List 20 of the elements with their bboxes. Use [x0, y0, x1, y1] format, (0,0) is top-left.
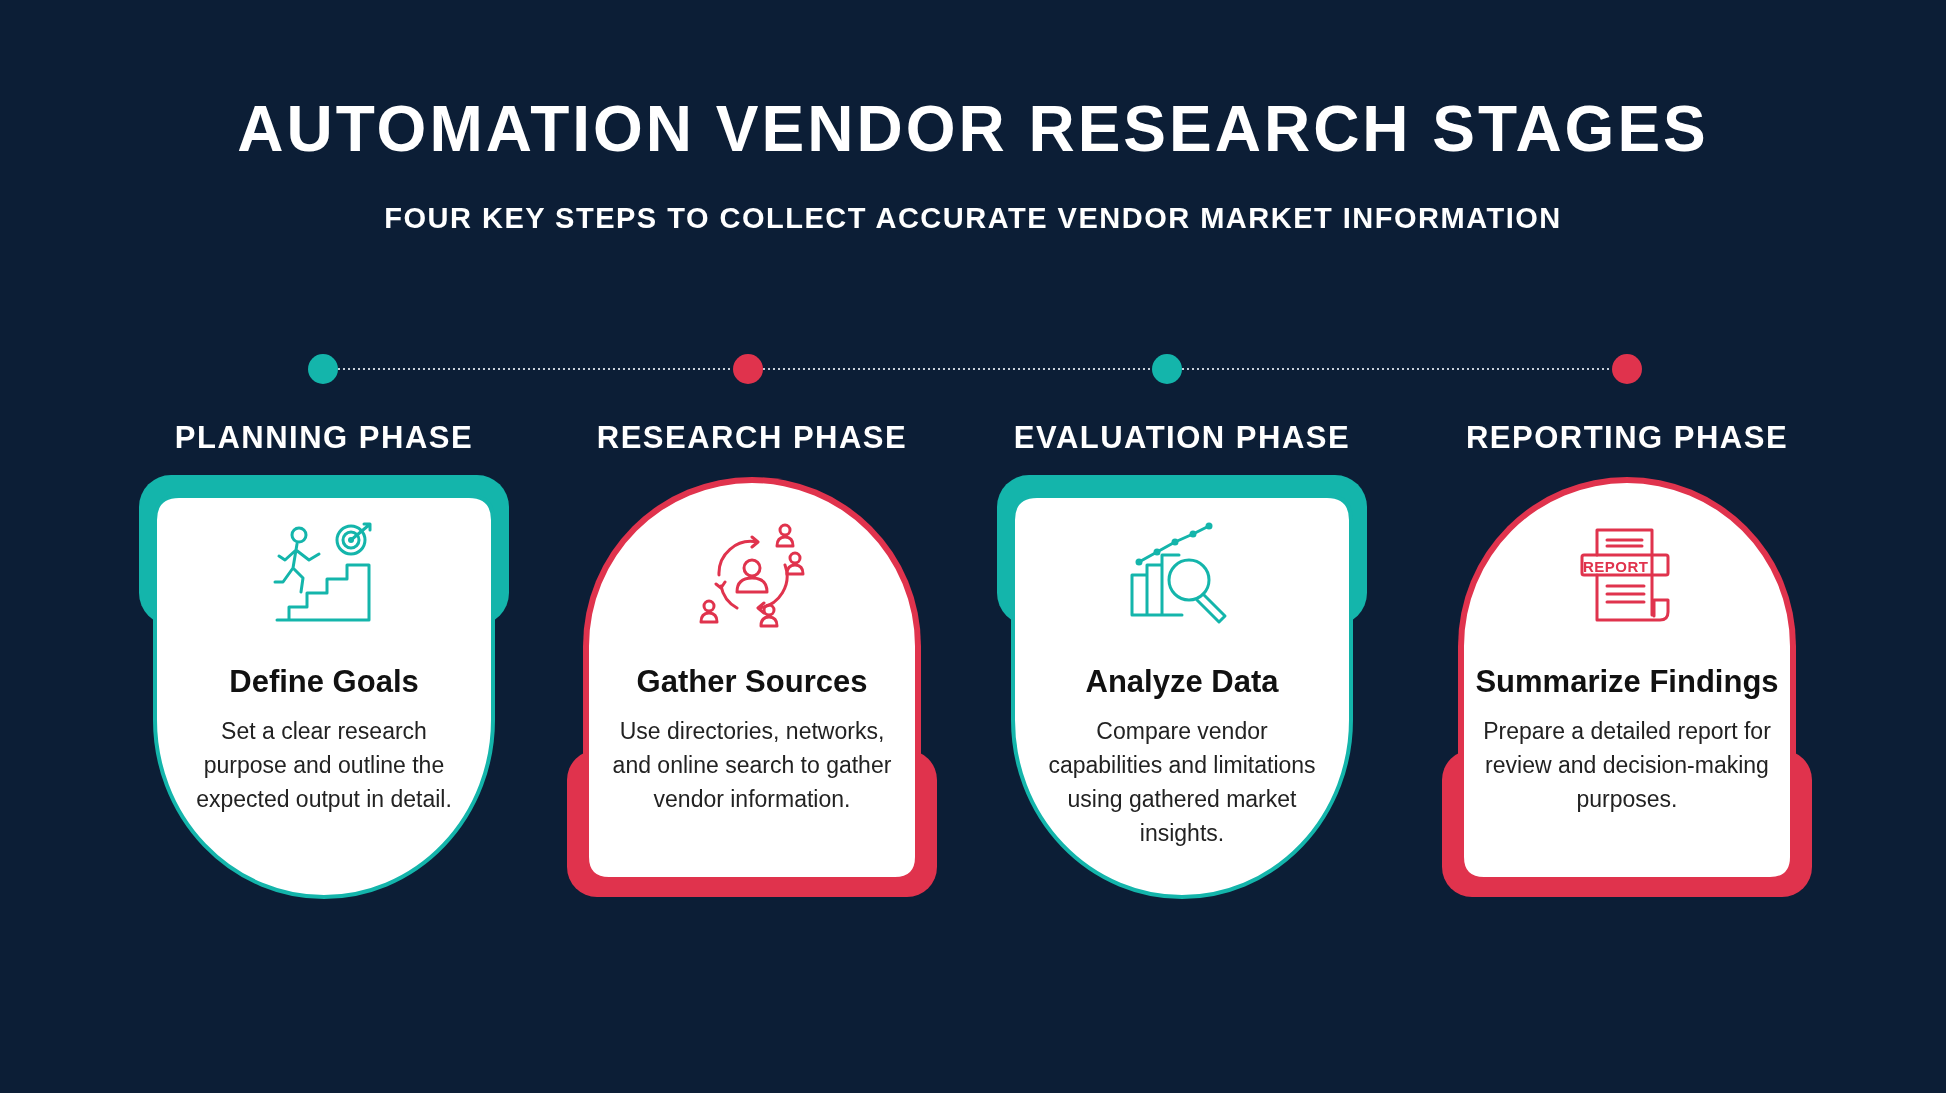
timeline-dot [733, 354, 763, 384]
title: AUTOMATION VENDOR RESEARCH STAGES [236, 92, 1710, 166]
card-title: Define Goals [228, 664, 420, 700]
subtitle: FOUR KEY STEPS TO COLLECT ACCURATE VENDOR MARKET INFORMATION [383, 202, 1563, 235]
timeline-dot [1152, 354, 1182, 384]
card-title: Analyze Data [1084, 664, 1280, 700]
timeline-dot [1612, 354, 1642, 384]
phase-heading: RESEARCH PHASE [595, 420, 909, 456]
card-title: Gather Sources [635, 664, 869, 700]
card-description: Prepare a detailed report for review and decision-making purposes. [1482, 717, 1772, 814]
phase-heading: REPORTING PHASE [1464, 420, 1790, 456]
icon-label: REPORT [1583, 558, 1649, 575]
card-description: Compare vendor capabilities and limitations using gathered market insights. [1047, 717, 1317, 848]
timeline-dot [308, 354, 338, 384]
card-description: Set a clear research purpose and outline the expected output in detail. [195, 717, 453, 814]
phase-heading: EVALUATION PHASE [1012, 420, 1352, 456]
card-description: Use directories, networks, and online search to gather vendor information. [611, 717, 893, 814]
phase-heading: PLANNING PHASE [173, 420, 475, 456]
dotted-connector [762, 368, 1153, 370]
card-title: Summarize Findings [1474, 664, 1780, 700]
